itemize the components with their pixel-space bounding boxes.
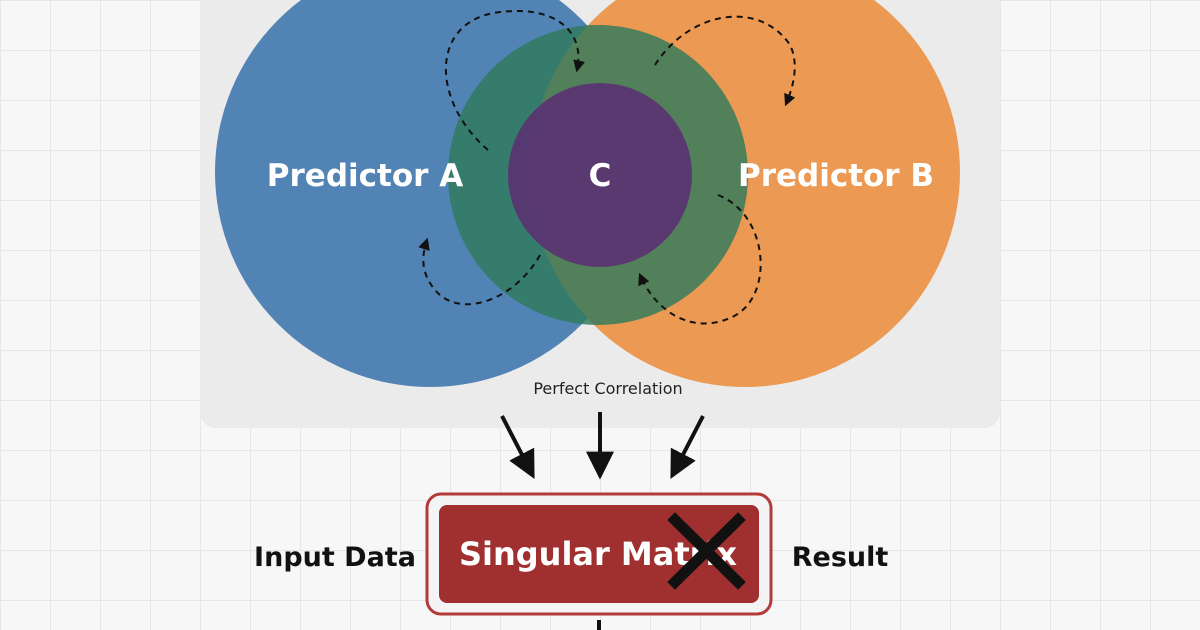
dashed-arrow-top-right — [654, 15, 796, 107]
result-label: Result — [792, 542, 889, 573]
cross-mark-icon — [667, 512, 746, 590]
predictor-a-label: Predictor A — [267, 158, 463, 194]
arrow-left — [500, 415, 535, 479]
predictor-b-label: Predictor B — [738, 158, 934, 194]
dashed-arrow-bottom-left — [418, 237, 541, 306]
overlap-label: C — [589, 158, 612, 194]
venn-caption: Perfect Correlation — [533, 379, 682, 398]
dashed-arrows — [418, 10, 796, 325]
arrow-right — [670, 415, 705, 479]
dashed-arrow-bottom-right — [638, 194, 762, 325]
input-data-label: Input Data — [254, 542, 416, 573]
core-circle — [508, 83, 692, 267]
dashed-arrow-top-left — [445, 10, 585, 151]
arrow-down-icon — [500, 412, 705, 480]
